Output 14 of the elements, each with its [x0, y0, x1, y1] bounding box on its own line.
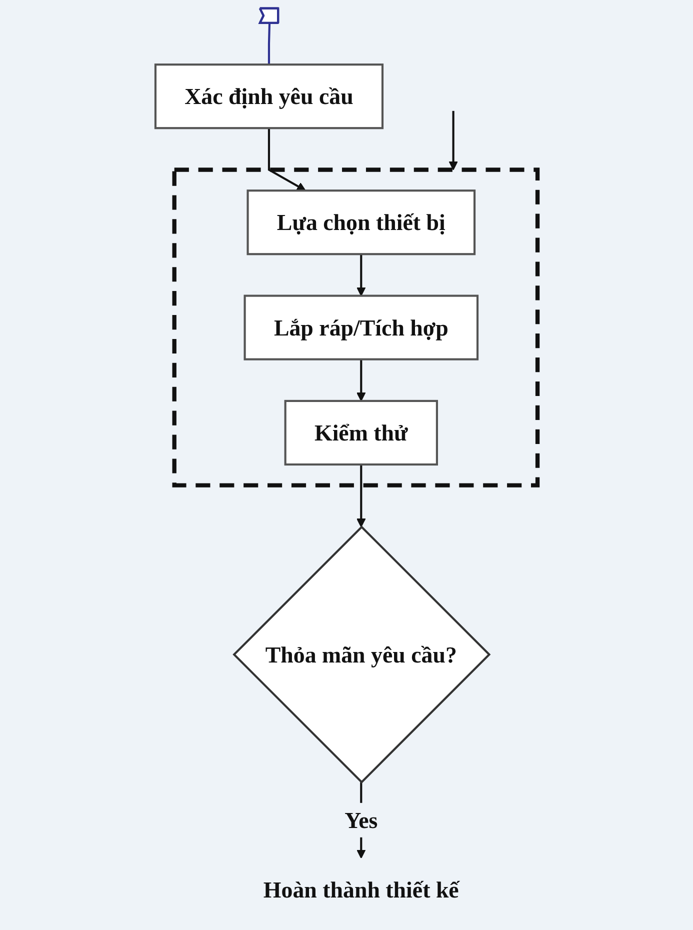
connector: [268, 23, 271, 65]
node-box: Xác định yêu cầu: [154, 64, 384, 130]
node-box: Kiểm thử: [284, 400, 438, 466]
node-box: Lắp ráp/Tích hợp: [244, 294, 479, 360]
node-diamond: Thỏa mãn yêu cầu?: [232, 526, 491, 784]
arrow: [356, 254, 366, 296]
node-box: Lựa chọn thiết bị: [246, 190, 476, 256]
arrow: [356, 464, 366, 528]
arrow: [356, 359, 366, 402]
arrow: [448, 110, 458, 170]
edge-label: Yes: [344, 807, 378, 834]
cluster: [172, 168, 540, 488]
node-text: Hoàn thành thiết kế: [263, 876, 459, 903]
arrow: [268, 128, 306, 191]
